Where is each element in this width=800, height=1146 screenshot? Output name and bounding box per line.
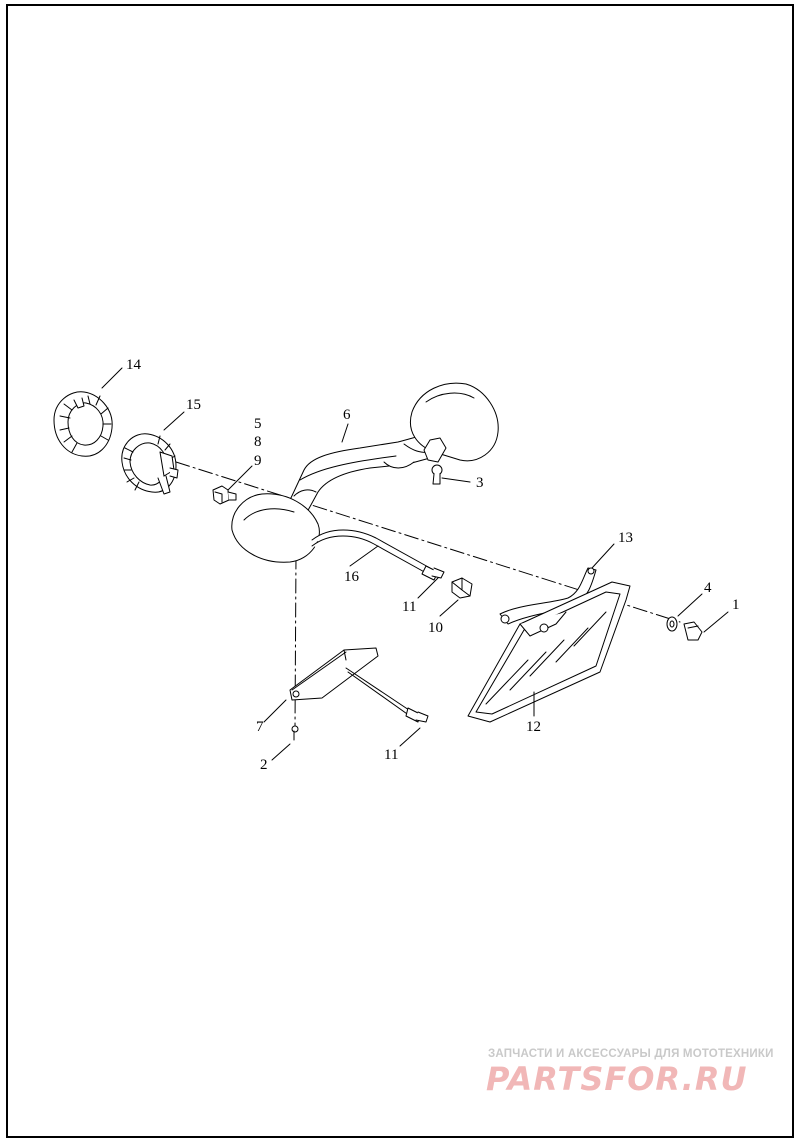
leader-11b [399,727,421,747]
callout-14: 14 [126,357,142,373]
callout-8: 8 [254,434,262,450]
leader-7 [263,699,287,723]
part-plate-bracket [467,581,631,723]
part-trim-ring [53,391,113,457]
callout-5: 5 [254,416,262,432]
callout-11a: 11 [402,599,416,615]
callout-1: 1 [732,597,740,613]
callout-16: 16 [344,569,360,585]
callout-10: 10 [428,620,443,636]
leader-3 [441,477,471,483]
leader-9 [227,465,253,491]
part-connector-10 [451,577,473,599]
diagram-frame [6,4,794,1138]
watermark-logo: PARTSFOR.RU [486,1060,748,1098]
callout-3: 3 [476,475,484,491]
leader-11a [417,577,439,599]
callout-labels: 14 15 5 8 9 6 3 13 4 1 16 11 10 12 7 2 1… [126,357,740,773]
callout-15: 15 [186,397,201,413]
part-plate-lamp [289,647,429,723]
part-bolt [683,621,703,641]
leader-2 [271,743,291,761]
callout-2: 2 [260,757,268,773]
leader-1 [703,611,729,633]
leader-15 [163,411,185,431]
leader-13 [591,543,615,569]
part-screw-2 [291,725,299,741]
callout-9: 9 [254,453,262,469]
watermark-tagline: ЗАПЧАСТИ И АКСЕССУАРЫ ДЛЯ МОТОТЕХНИКИ [488,1048,774,1060]
callout-4: 4 [704,580,712,596]
callout-13: 13 [618,530,633,546]
leader-4 [677,593,703,617]
callout-6: 6 [343,407,351,423]
leader-6 [341,423,349,443]
part-turn-signal-bar [231,382,499,581]
callout-11b: 11 [384,747,398,763]
part-washer [666,616,678,632]
leader-10 [439,599,459,617]
part-lamp-module [121,433,179,495]
leader-14 [101,367,123,389]
part-screw-3 [431,464,443,485]
centerline-vertical [294,554,297,729]
part-bulb-socket [212,485,237,505]
leader-16 [349,545,379,567]
callout-12: 12 [526,719,541,735]
callout-7: 7 [256,719,264,735]
